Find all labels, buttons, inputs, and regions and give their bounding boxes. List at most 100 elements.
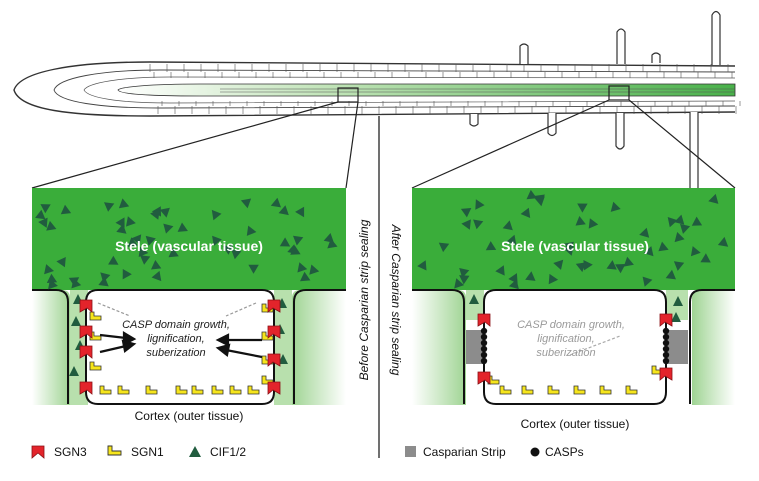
sgn1-marker <box>573 385 586 395</box>
cif-triangle <box>671 312 681 322</box>
cif-triangle <box>508 279 519 290</box>
cif-triangle <box>140 255 151 265</box>
legend-label-sgn3: SGN3 <box>54 445 87 459</box>
casp-dot <box>662 351 670 359</box>
cif-triangle <box>461 219 471 230</box>
process-label-line-3: suberization <box>146 347 205 359</box>
cif-triangle <box>278 354 288 364</box>
cif-triangle <box>222 245 233 255</box>
cif-triangle <box>643 246 654 257</box>
cif-triangle <box>69 366 79 376</box>
cif-triangle <box>118 198 130 209</box>
cif-triangle <box>231 249 242 260</box>
stele-block <box>32 188 346 290</box>
cif-triangle <box>293 235 304 246</box>
legend-label-casps: CASPs <box>545 445 584 459</box>
cif-triangle <box>46 220 57 231</box>
neighbor-cell-left <box>412 289 465 404</box>
cif-triangle <box>138 246 149 257</box>
cif-triangle <box>563 245 574 256</box>
legend-label-cif: CIF1/2 <box>210 445 246 459</box>
root-hair <box>711 10 721 65</box>
cif-triangles-right <box>417 189 729 322</box>
sgn3-marker <box>477 313 491 327</box>
cif-triangle <box>708 193 719 204</box>
legend-right: Casparian Strip CASPs <box>405 445 584 459</box>
root-cell-file <box>83 76 736 104</box>
panel-after-sealing: Stele (vascular tissue) CASP domain grow… <box>412 188 735 431</box>
sgn3-marker <box>267 353 281 367</box>
cif-triangle <box>534 196 545 207</box>
sgn1-marker <box>211 385 224 395</box>
casp-dot <box>480 339 488 347</box>
cif-triangle <box>575 216 586 226</box>
cif-triangle <box>159 207 170 218</box>
cif-triangle <box>506 234 517 245</box>
cif-triangle <box>553 259 564 270</box>
cif-triangle <box>115 217 125 228</box>
cif-triangle <box>673 261 685 271</box>
cif-triangle <box>270 197 281 208</box>
cif-triangle <box>211 209 222 221</box>
process-label-line-3: suberization <box>536 347 595 359</box>
cif-triangle <box>163 223 174 234</box>
cortex-label: Cortex (outer tissue) <box>135 409 244 423</box>
cif-triangle <box>35 209 46 220</box>
legend-left: SGN3 SGN1 CIF1/2 <box>31 445 246 459</box>
zoom-line <box>31 101 339 189</box>
arrow <box>99 344 127 354</box>
casp-dot <box>662 339 670 347</box>
endodermis-cells <box>692 290 735 405</box>
legend-label-sgn1: SGN1 <box>131 445 164 459</box>
cif-triangle <box>150 209 160 220</box>
cif-triangle <box>295 206 305 218</box>
cif-triangle <box>278 205 289 216</box>
cif-triangle <box>673 296 683 306</box>
root-hair <box>519 43 529 64</box>
process-arrows <box>99 331 263 359</box>
cif-triangle <box>126 216 136 227</box>
zoom-box-after <box>608 85 630 101</box>
sgn1-marker <box>547 385 560 395</box>
dashed-arrow <box>97 302 131 317</box>
root-hair <box>615 113 625 150</box>
casparian-strip <box>666 330 688 364</box>
neighbor-cell-right <box>689 289 735 404</box>
dashed-arrow <box>569 335 621 356</box>
sgn1-icon <box>107 445 122 456</box>
sgn1-marker <box>247 385 260 395</box>
cif-triangle <box>104 202 115 212</box>
stele-label: Stele (vascular tissue) <box>115 238 263 254</box>
cif-triangle <box>279 237 291 247</box>
cif-triangle <box>38 217 48 228</box>
sgn1-marker <box>89 361 102 371</box>
casp-dot <box>480 351 488 359</box>
cif-triangle <box>606 260 617 270</box>
process-label-line-2: lignification, <box>537 333 594 345</box>
cif-triangle <box>495 265 505 276</box>
cif-triangle <box>623 256 634 267</box>
cif-triangle <box>151 260 162 270</box>
casparian-strip-icon <box>405 446 416 457</box>
casp-dot <box>480 327 488 335</box>
dashed-signal-arrows <box>569 335 621 356</box>
root-hair <box>469 114 479 127</box>
cif-triangle <box>44 264 54 275</box>
cif-triangle <box>691 216 703 226</box>
cif-triangle <box>145 235 156 246</box>
casp-dot <box>662 327 670 335</box>
sgn3-marker <box>79 325 93 339</box>
cif-triangle <box>56 257 66 268</box>
zoom-box-before <box>337 87 359 103</box>
sgn1-marker <box>487 375 500 385</box>
cif-triangle <box>639 227 650 238</box>
casps-icon <box>530 447 540 457</box>
cif-triangle <box>40 204 51 214</box>
casp-dot <box>662 333 670 341</box>
cif-triangle <box>583 260 593 271</box>
process-label-line-1: CASP domain growth, <box>122 319 230 331</box>
cif-triangle <box>309 264 320 275</box>
cif-triangle <box>526 189 537 200</box>
cif-triangle <box>212 235 222 246</box>
root-hair <box>616 28 626 64</box>
